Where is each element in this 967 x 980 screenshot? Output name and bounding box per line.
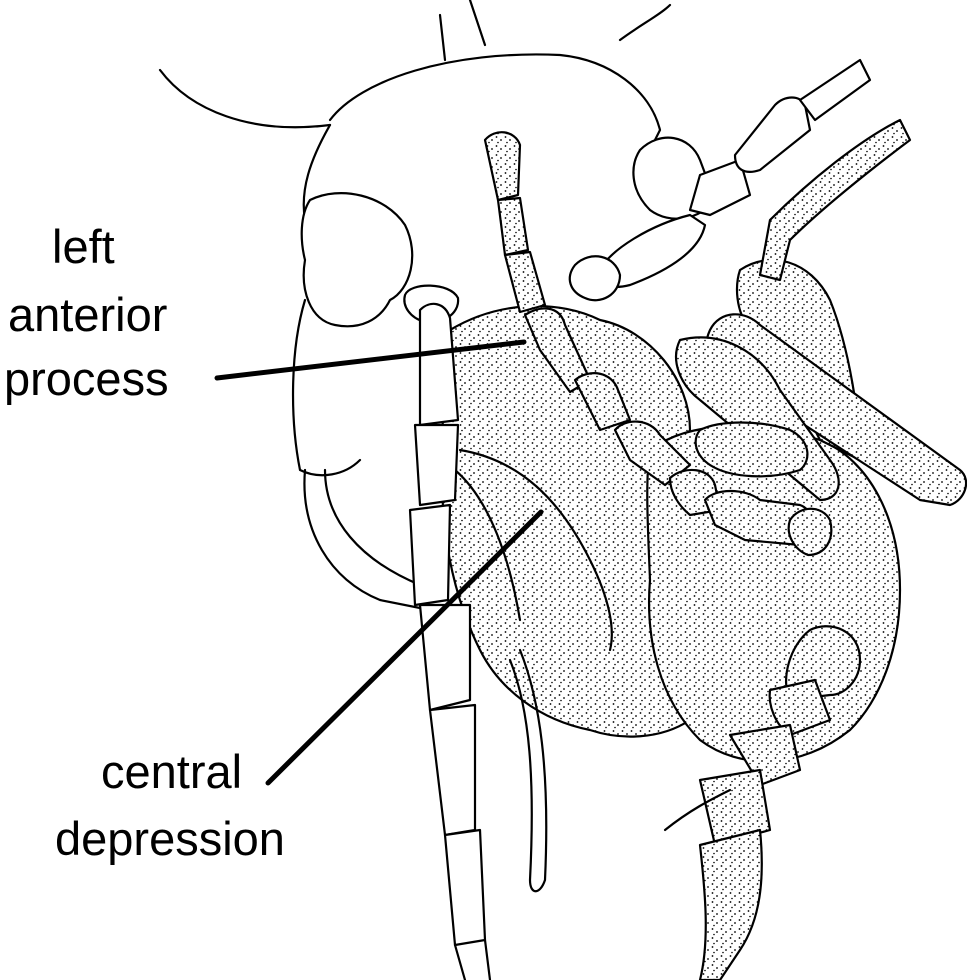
label-anterior: anterior xyxy=(8,287,167,343)
thorax-outline xyxy=(160,0,670,220)
left-lobe xyxy=(293,193,430,610)
label-process: process xyxy=(4,351,169,407)
label-central: central xyxy=(101,744,242,800)
label-depression: depression xyxy=(55,811,285,867)
label-left: left xyxy=(52,219,115,275)
